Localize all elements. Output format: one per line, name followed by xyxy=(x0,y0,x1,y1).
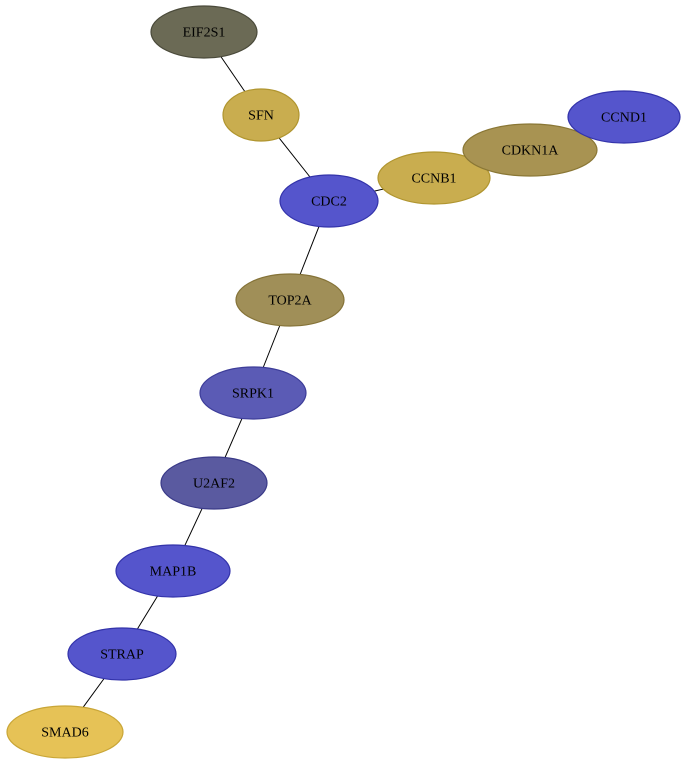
node-label-smad6: SMAD6 xyxy=(41,726,88,741)
node-shape-u2af2[interactable] xyxy=(160,456,268,510)
node-ccnb1[interactable]: CCNB1 xyxy=(377,151,491,205)
edge-eif2s1-sfn xyxy=(220,56,246,92)
node-cdc2[interactable]: CDC2 xyxy=(279,174,379,228)
node-eif2s1[interactable]: EIF2S1 xyxy=(150,5,258,59)
node-shape-cdkn1a[interactable] xyxy=(462,123,598,177)
node-cdkn1a[interactable]: CDKN1A xyxy=(462,123,598,177)
node-label-strap: STRAP xyxy=(100,648,144,663)
node-shape-eif2s1[interactable] xyxy=(150,5,258,59)
node-map1b[interactable]: MAP1B xyxy=(115,544,231,598)
node-label-top2a: TOP2A xyxy=(268,294,312,309)
node-ccnd1[interactable]: CCND1 xyxy=(567,90,681,144)
edge-srpk1-u2af2 xyxy=(224,418,243,458)
node-smad6[interactable]: SMAD6 xyxy=(6,705,124,759)
node-top2a[interactable]: TOP2A xyxy=(235,273,345,327)
node-shape-cdc2[interactable] xyxy=(279,174,379,228)
node-shape-sfn[interactable] xyxy=(222,88,300,142)
node-label-cdc2: CDC2 xyxy=(311,195,347,210)
node-shape-srpk1[interactable] xyxy=(199,366,307,420)
edge-u2af2-map1b xyxy=(184,508,203,546)
node-label-sfn: SFN xyxy=(248,109,274,124)
edge-cdc2-ccnb1 xyxy=(374,188,384,192)
edge-sfn-cdc2 xyxy=(278,137,311,178)
edge-strap-smad6 xyxy=(82,678,105,708)
node-label-u2af2: U2AF2 xyxy=(193,477,235,492)
edge-cdc2-top2a xyxy=(299,226,320,275)
node-label-eif2s1: EIF2S1 xyxy=(183,26,226,41)
node-shape-top2a[interactable] xyxy=(235,273,345,327)
node-u2af2[interactable]: U2AF2 xyxy=(160,456,268,510)
edges-layer xyxy=(82,56,384,708)
node-shape-strap[interactable] xyxy=(67,627,177,681)
node-srpk1[interactable]: SRPK1 xyxy=(199,366,307,420)
node-shape-ccnd1[interactable] xyxy=(567,90,681,144)
node-label-ccnb1: CCNB1 xyxy=(411,172,456,187)
node-shape-ccnb1[interactable] xyxy=(377,151,491,205)
node-label-cdkn1a: CDKN1A xyxy=(502,144,560,159)
edge-map1b-strap xyxy=(136,595,159,630)
node-label-ccnd1: CCND1 xyxy=(601,111,647,126)
node-strap[interactable]: STRAP xyxy=(67,627,177,681)
node-label-srpk1: SRPK1 xyxy=(232,387,274,402)
node-sfn[interactable]: SFN xyxy=(222,88,300,142)
node-shape-smad6[interactable] xyxy=(6,705,124,759)
node-shape-map1b[interactable] xyxy=(115,544,231,598)
edge-top2a-srpk1 xyxy=(262,325,281,368)
node-label-map1b: MAP1B xyxy=(150,565,197,580)
